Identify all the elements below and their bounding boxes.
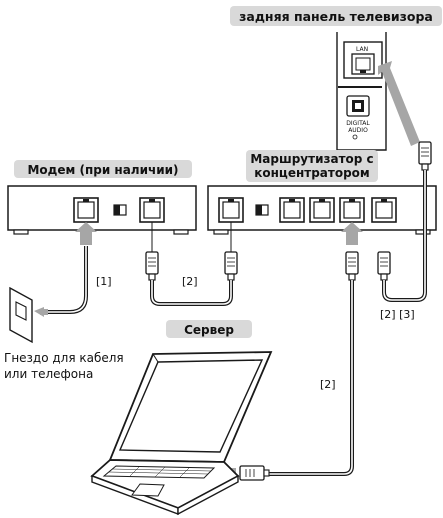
router-lan-port-2 xyxy=(309,197,335,223)
tv-back-panel: LAN DIGITAL AUDIO xyxy=(336,32,387,151)
tv-lan-arrow xyxy=(378,61,420,146)
router-device xyxy=(207,185,437,235)
cable-2-plug-router xyxy=(224,251,238,281)
wall-jack-label-line2: или телефона xyxy=(4,367,93,381)
router-lan-port-3 xyxy=(339,197,365,223)
cable-1 xyxy=(42,246,88,314)
laptop-cable-plug xyxy=(239,465,270,481)
modem-lan-port xyxy=(139,197,165,223)
wall-jack-label-line1: Гнездо для кабеля xyxy=(4,351,124,365)
modem-label-bg xyxy=(14,160,192,178)
router-label-line2: концентратором xyxy=(254,166,370,180)
cable-23-plug-tv xyxy=(418,141,432,171)
cable-23-plug-router xyxy=(377,251,391,281)
laptop xyxy=(90,351,273,516)
router-switch-icon xyxy=(255,204,269,216)
wall-jack xyxy=(9,286,33,344)
cable-2-router-laptop xyxy=(268,280,354,476)
cable-2-label-a: [2] xyxy=(182,275,198,288)
cable-2-plug-modem xyxy=(145,251,159,281)
tv-panel-label: задняя панель телевизора xyxy=(239,9,433,24)
modem-label: Модем (при наличии) xyxy=(27,163,178,177)
cable-23-label: [2] [3] xyxy=(380,308,415,321)
cable-2-label-b: [2] xyxy=(320,378,336,391)
modem-line-arrow xyxy=(75,222,97,245)
router-lan-arrow xyxy=(341,222,363,245)
tv-digital-audio-label: DIGITAL xyxy=(346,120,370,127)
router-label-line1: Маршрутизатор с xyxy=(250,152,373,166)
modem-line-port xyxy=(73,197,99,223)
tv-panel-label-bg xyxy=(230,6,442,26)
router-wan-port xyxy=(218,197,244,223)
tv-digital-audio-label-2: AUDIO xyxy=(348,127,368,134)
laptop-keyboard xyxy=(102,465,216,479)
cable-2-plug-router-laptop xyxy=(345,251,359,281)
cable-1-label: [1] xyxy=(96,275,112,288)
server-label: Сервер xyxy=(184,323,234,337)
router-lan-port-1 xyxy=(279,197,305,223)
server-label-bg xyxy=(166,320,252,338)
modem-device xyxy=(7,185,197,235)
laptop-touchpad xyxy=(131,483,165,497)
modem-switch-icon xyxy=(113,204,127,216)
router-label-bg xyxy=(246,150,378,182)
tv-lan-label: LAN xyxy=(356,46,368,53)
router-lan-port-4 xyxy=(371,197,397,223)
